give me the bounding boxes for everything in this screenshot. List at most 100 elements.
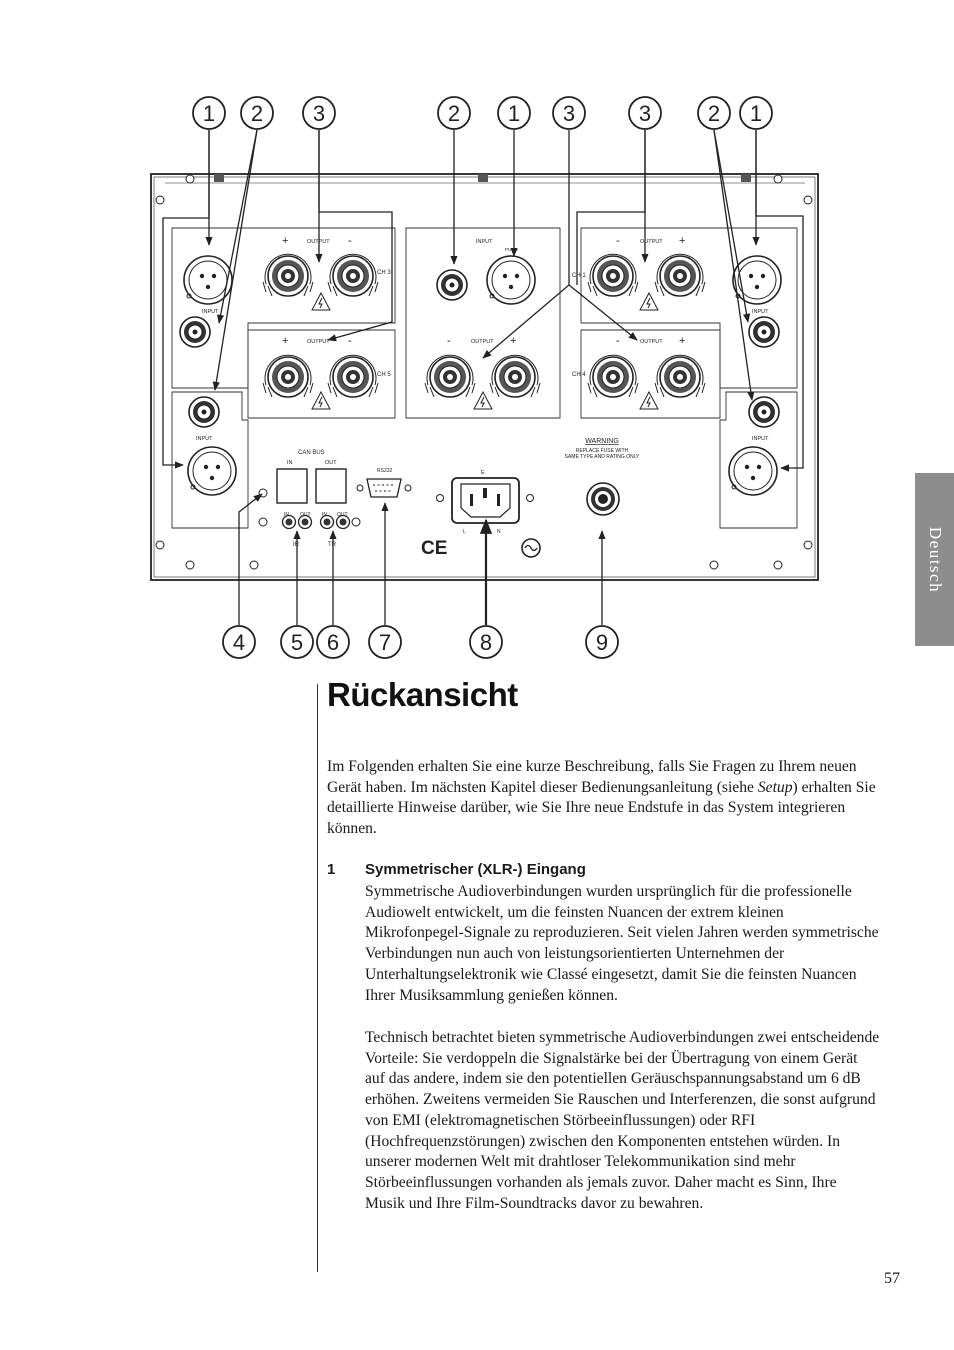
- can-bus-label: CAN BUS: [298, 450, 325, 456]
- power-inlet[interactable]: [436, 477, 534, 524]
- column-rule: [317, 684, 318, 1272]
- fuse-holder[interactable]: [586, 482, 620, 516]
- center-output-label: OUTPUT: [471, 339, 494, 345]
- section-title: Symmetrischer (XLR-) Eingang: [365, 861, 586, 878]
- rca-input-left-top[interactable]: [179, 316, 211, 348]
- rca-input-right-bottom[interactable]: [748, 396, 780, 428]
- callout-top-2b: 2: [437, 96, 471, 130]
- ch1-minus: -: [616, 235, 620, 247]
- input-label-2: INPUT: [196, 436, 213, 442]
- can-in-label: IN: [287, 460, 293, 466]
- push-label: PUSH: [505, 247, 518, 252]
- callout-bottom-8: 8: [469, 625, 503, 659]
- center-plus: +: [510, 335, 516, 347]
- iec-l-label: L: [463, 529, 466, 535]
- rca-input-right-top[interactable]: [748, 316, 780, 348]
- ch1-label: CH 1: [572, 273, 586, 279]
- section-number: 1: [327, 861, 336, 878]
- page-title: Rückansicht: [327, 676, 518, 713]
- ir-label: IR: [293, 542, 300, 548]
- svg-text:6: 6: [327, 630, 339, 655]
- rs232-label: RS232: [377, 468, 393, 474]
- tr-in-label: IN: [322, 512, 327, 518]
- ch4-plus: +: [679, 335, 685, 347]
- can-bus-out-port[interactable]: [315, 468, 347, 504]
- xlr-input-center[interactable]: [486, 255, 536, 305]
- intro-setup-reference: Setup: [757, 778, 793, 796]
- language-tab-label: Deutsch: [925, 526, 945, 593]
- callout-top-3a: 3: [302, 96, 336, 130]
- center-minus: -: [447, 335, 451, 347]
- svg-text:9: 9: [596, 630, 608, 655]
- ir-out-jack[interactable]: [297, 514, 313, 530]
- callout-bottom-4: 4: [222, 625, 256, 659]
- ce-mark: CE: [421, 538, 447, 559]
- callout-bottom-6: 6: [316, 625, 350, 659]
- callout-bottom-7: 7: [368, 625, 402, 659]
- warning-line-1: REPLACE FUSE WITH: [576, 448, 629, 454]
- callout-leaders: [162, 129, 804, 625]
- callout-top-3b: 3: [552, 96, 586, 130]
- svg-text:4: 4: [233, 630, 245, 655]
- intro-paragraph: Im Folgenden erhalten Sie eine kurze Bes…: [327, 757, 877, 840]
- svg-text:2: 2: [251, 101, 263, 126]
- ch3-minus: -: [348, 235, 352, 247]
- iec-n-label: N: [497, 529, 501, 535]
- ac-symbol-icon: [521, 538, 541, 558]
- tr-label: TR: [328, 542, 337, 548]
- can-out-label: OUT: [325, 460, 337, 466]
- xlr-input-right-bottom[interactable]: [728, 446, 778, 496]
- ch3-label: CH 3: [377, 270, 391, 276]
- body-paragraph-1: Symmetrische Audioverbindungen wurden ur…: [365, 883, 879, 1004]
- rs232-port[interactable]: [356, 478, 412, 498]
- intro-text-a: Im Folgenden erhalten Sie eine kurze Bes…: [327, 758, 857, 796]
- svg-text:3: 3: [313, 101, 325, 126]
- warning-line-2: SAME TYPE AND RATING ONLY: [565, 454, 640, 460]
- input-label-3: INPUT: [752, 309, 769, 315]
- ch5-minus: -: [348, 335, 352, 347]
- rca-input-left-bottom[interactable]: [188, 396, 220, 428]
- callout-top-1b: 1: [497, 96, 531, 130]
- ch5-plus: +: [282, 335, 288, 347]
- svg-text:2: 2: [708, 101, 720, 126]
- xlr-input-left-bottom[interactable]: [187, 446, 237, 496]
- svg-text:3: 3: [563, 101, 575, 126]
- ch1-output-label: OUTPUT: [640, 239, 663, 245]
- svg-text:2: 2: [448, 101, 460, 126]
- input-label-4: INPUT: [752, 436, 769, 442]
- svg-text:1: 1: [750, 101, 762, 126]
- language-tab: Deutsch: [915, 473, 954, 646]
- rca-input-center[interactable]: [436, 269, 468, 301]
- trigger-in-jack[interactable]: [319, 514, 335, 530]
- svg-text:1: 1: [508, 101, 520, 126]
- callout-top-2a: 2: [240, 96, 274, 130]
- intro-text-b: ) erhalten Sie detaillierte Hinweise dar…: [327, 778, 876, 838]
- svg-text:7: 7: [379, 630, 391, 655]
- callout-top-2c: 2: [697, 96, 731, 130]
- trigger-out-jack[interactable]: [335, 514, 351, 530]
- body-paragraph-2: Technisch betrachtet bieten symmetrische…: [365, 1029, 880, 1212]
- iec-e-label: E: [481, 470, 485, 476]
- page-number: 57: [884, 1270, 900, 1287]
- ch5-output-label: OUTPUT: [307, 339, 330, 345]
- can-bus-in-port[interactable]: [276, 468, 308, 504]
- ch3-plus: +: [282, 235, 288, 247]
- center-input-label: INPUT: [476, 239, 493, 245]
- ch4-label: CH 4: [572, 372, 586, 378]
- ir-in-jack[interactable]: [281, 514, 297, 530]
- ch4-minus: -: [616, 335, 620, 347]
- callout-top-1c: 1: [739, 96, 773, 130]
- ch5-label: CH 5: [377, 372, 391, 378]
- callout-top-1a: 1: [192, 96, 226, 130]
- callout-bottom-9: 9: [585, 625, 619, 659]
- ch1-plus: +: [679, 235, 685, 247]
- ir-in-label: IN: [284, 512, 289, 518]
- warning-label: WARNING: [585, 438, 619, 445]
- svg-text:1: 1: [203, 101, 215, 126]
- svg-text:3: 3: [639, 101, 651, 126]
- svg-text:5: 5: [291, 630, 303, 655]
- svg-text:8: 8: [480, 630, 492, 655]
- ch4-output-label: OUTPUT: [640, 339, 663, 345]
- rear-panel-diagram: INPUT INPUT + OUTPUT - CH 3 + OUTPUT - C…: [150, 96, 819, 659]
- callout-bottom-5: 5: [280, 625, 314, 659]
